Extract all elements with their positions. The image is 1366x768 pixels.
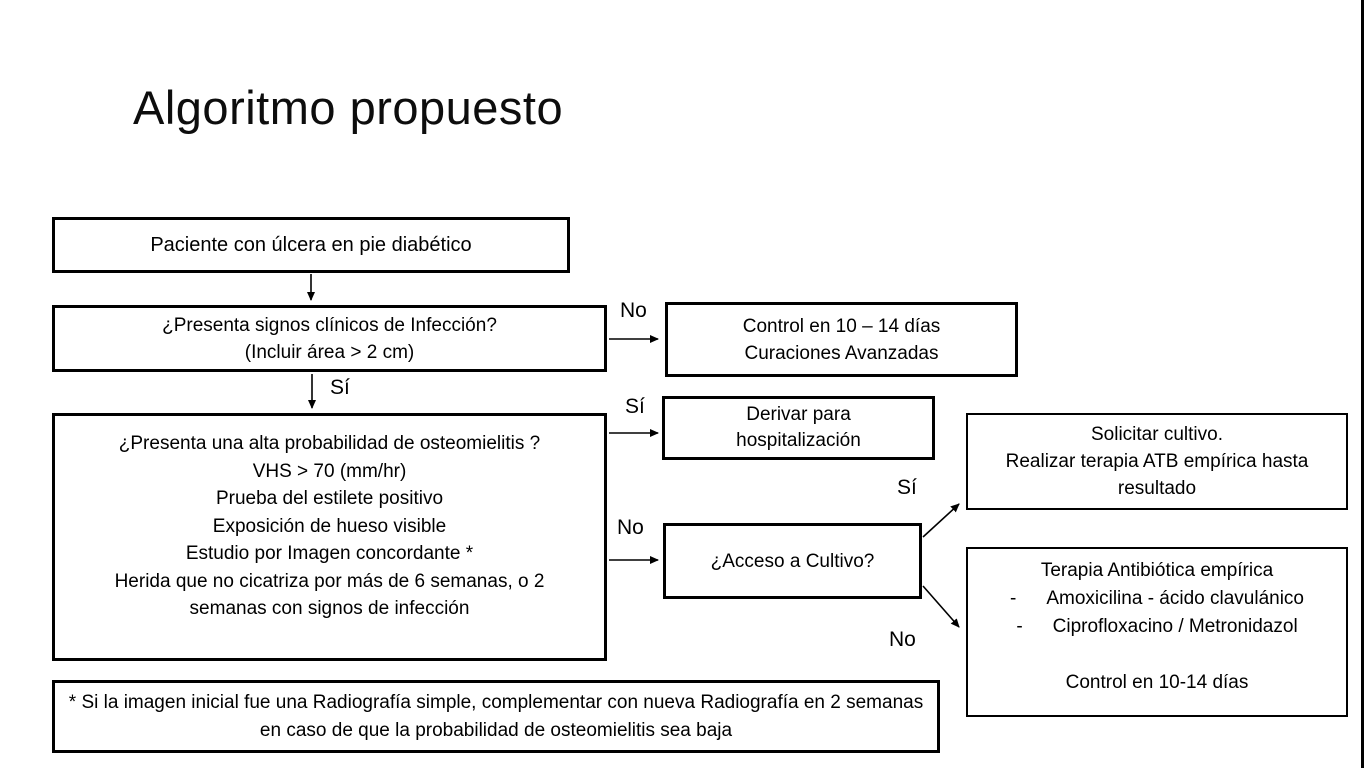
patient-box-text: Paciente con úlcera en pie diabético [150,233,472,256]
acceso-text: ¿Acceso a Cultivo? [710,550,875,572]
infection-question-line1: ¿Presenta signos clínicos de Infección? [162,314,497,336]
bullet-dash-icon: - [1016,616,1023,637]
terapia-bullet-1-text: Amoxicilina - ácido clavulánico [1046,588,1304,609]
terapia-bullet-2-text: Ciprofloxacino / Metronidazol [1052,616,1298,637]
edge-label-culture-no: No [889,628,916,651]
terapia-bullet-1: - Amoxicilina - ácido clavulánico [968,585,1346,613]
solicitar-line1: Solicitar cultivo. [1091,424,1223,445]
derivar-box: Derivar para hospitalización [662,396,935,460]
infection-question-box: ¿Presenta signos clínicos de Infección? … [52,305,607,372]
derivar-line2: hospitalización [736,430,861,451]
osteomyelitis-question-box: ¿Presenta una alta probabilidad de osteo… [52,413,607,661]
osteo-line5: Estudio por Imagen concordante * [185,543,474,564]
solicitar-cultivo-box: Solicitar cultivo. Realizar terapia ATB … [966,413,1348,510]
arrow-acceso-no-to-terapia [922,585,960,628]
control-line2: Curaciones Avanzadas [744,342,939,364]
solicitar-line3: resultado [1117,478,1197,499]
page-title: Algoritmo propuesto [133,81,564,134]
edge-label-culture-yes: Sí [897,476,917,499]
patient-box: Paciente con úlcera en pie diabético [52,217,570,273]
terapia-title: Terapia Antibiótica empírica [1040,560,1274,581]
derivar-line1: Derivar para [746,404,851,425]
solicitar-line2: Realizar terapia ATB empírica hasta [1005,451,1309,472]
terapia-footer: Control en 10-14 días [1065,672,1249,693]
osteo-line2: VHS > 70 (mm/hr) [252,460,407,482]
acceso-cultivo-box: ¿Acceso a Cultivo? [663,523,922,599]
terapia-empirica-box: Terapia Antibiótica empírica - Amoxicili… [966,547,1348,717]
edge-label-infection-yes: Sí [330,376,350,399]
edge-label-osteo-yes: Sí [625,395,645,418]
osteo-line1: ¿Presenta una alta probabilidad de osteo… [118,433,541,454]
edge-label-infection-no: No [620,299,647,322]
control-line1: Control en 10 – 14 días [742,315,941,337]
control-box: Control en 10 – 14 días Curaciones Avanz… [665,302,1018,377]
footnote-text: * Si la imagen inicial fue una Radiograf… [68,691,924,741]
slide-right-edge-line [1361,0,1364,768]
osteo-line3: Prueba del estilete positivo [215,488,444,509]
terapia-bullet-2: - Ciprofloxacino / Metronidazol [968,613,1346,641]
arrow-acceso-yes-to-solicitar [922,503,960,538]
osteo-line6: Herida que no cicatriza por más de 6 sem… [114,570,545,620]
edge-label-osteo-no: No [617,516,644,539]
osteo-line4: Exposición de hueso visible [212,515,447,537]
bullet-dash-icon: - [1010,588,1017,609]
footnote-box: * Si la imagen inicial fue una Radiograf… [52,680,940,753]
infection-question-line2: (Incluir área > 2 cm) [244,341,415,363]
